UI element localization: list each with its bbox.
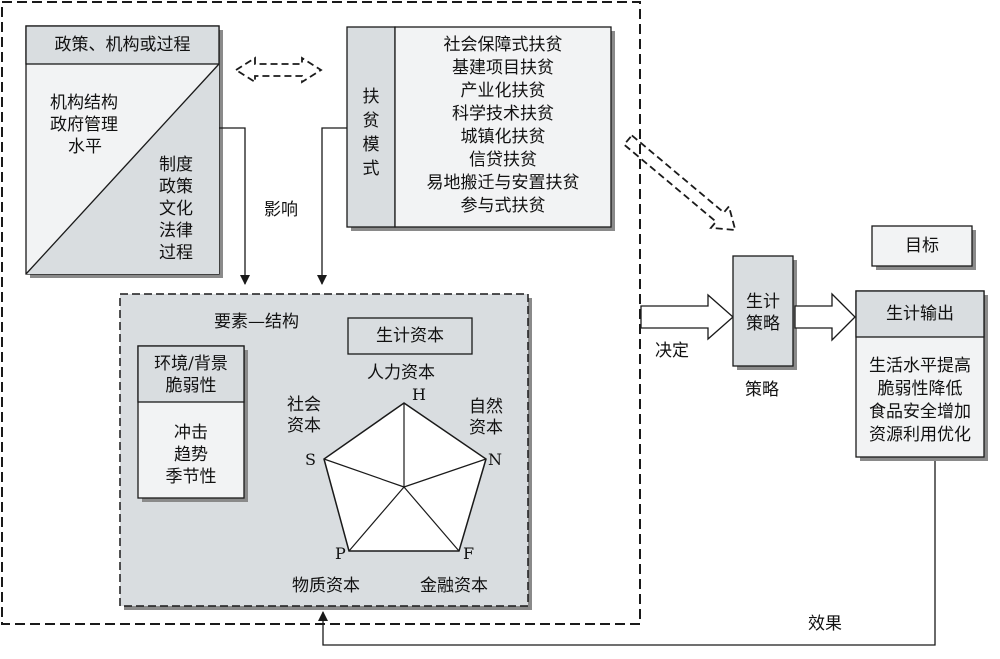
poverty-mode-item: 易地搬迁与安置扶贫	[426, 173, 580, 193]
goal-label: 目标	[905, 236, 939, 256]
natural-capital-line-2: 资本	[469, 418, 503, 438]
social-capital-line-2: 资本	[287, 416, 321, 436]
effect-label: 效果	[808, 614, 842, 634]
influence-label: 影响	[264, 200, 298, 220]
poverty-mode-char-2: 贫	[362, 111, 380, 131]
vulnerability-box	[137, 345, 248, 502]
physical-capital-letter: P	[335, 544, 346, 563]
policy-lower-line-3: 文化	[159, 199, 193, 219]
policy-upper-line-3: 水平	[68, 137, 102, 157]
strategy-box	[732, 255, 797, 370]
vulnerability-item-shock: 冲击	[174, 423, 208, 443]
natural-capital-label: 自然 资本	[466, 397, 506, 439]
natural-capital-letter: N	[488, 450, 502, 469]
policy-lower-line-5: 过程	[159, 243, 193, 263]
vulnerability-item-trend: 趋势	[174, 445, 208, 465]
output-item: 资源利用优化	[869, 425, 971, 445]
pentagon-spoke-s	[323, 458, 405, 488]
policy-box	[25, 25, 223, 278]
poverty-mode-item: 参与式扶贫	[460, 196, 546, 216]
decision-block-arrow	[640, 293, 734, 341]
output-box	[855, 290, 988, 461]
effect-feedback-line	[318, 461, 936, 646]
policy-box-title: 政策、机构或过程	[54, 35, 191, 55]
policy-box-upper-text: 机构结构 政府管理 水平	[50, 92, 118, 158]
poverty-mode-item: 科学技术扶贫	[452, 104, 554, 124]
strategy-box-line-2: 策略	[746, 314, 780, 334]
connector-policy-to-elements	[219, 127, 250, 285]
poverty-mode-char-1: 扶	[362, 87, 380, 107]
policy-lower-line-1: 制度	[159, 155, 193, 175]
decision-label: 决定	[655, 341, 689, 361]
pentagon-outline	[323, 402, 487, 552]
policy-upper-line-1: 机构结构	[50, 93, 118, 113]
livelihood-capital-title: 生计资本	[376, 326, 444, 346]
output-items: 生活水平提高 脆弱性降低 食品安全增加 资源利用优化	[856, 355, 984, 447]
strategy-below-label: 策略	[745, 380, 779, 400]
policy-lower-line-4: 法律	[159, 221, 193, 241]
bidirectional-dashed-arrow	[234, 56, 323, 84]
physical-capital-label: 物质资本	[292, 576, 360, 596]
strategy-box-text: 生计 策略	[733, 291, 793, 335]
policy-box-header	[25, 25, 220, 65]
poverty-mode-item: 产业化扶贫	[460, 81, 546, 101]
poverty-mode-item: 社会保障式扶贫	[443, 35, 563, 55]
policy-upper-line-2: 政府管理	[50, 115, 118, 135]
pentagon-spoke-p	[348, 486, 405, 552]
poverty-mode-item: 信贷扶贫	[469, 150, 537, 170]
vulnerability-item-seasonality: 季节性	[165, 467, 217, 487]
livelihood-capital-box	[347, 317, 473, 355]
strategy-box-line-1: 生计	[746, 292, 780, 312]
output-item: 脆弱性降低	[877, 379, 963, 399]
vulnerability-title-line-2: 脆弱性	[165, 376, 217, 396]
policy-box-diagonal	[25, 63, 220, 275]
human-capital-letter: H	[412, 385, 426, 404]
strategy-to-output-arrow	[794, 292, 856, 342]
social-capital-label: 社会 资本	[284, 395, 324, 437]
outer-dashed-boundary	[1, 1, 641, 625]
policy-box-lower-text: 制度 政策 文化 法律 过程	[156, 154, 196, 264]
financial-capital-label: 金融资本	[420, 576, 488, 596]
poverty-mode-char-3: 模	[362, 135, 380, 155]
social-capital-line-1: 社会	[287, 395, 321, 415]
goal-box	[871, 225, 976, 270]
vulnerability-items: 冲击 趋势 季节性	[138, 422, 244, 488]
output-item: 生活水平提高	[869, 356, 971, 376]
poverty-mode-item: 基建项目扶贫	[452, 58, 554, 78]
natural-capital-line-1: 自然	[469, 397, 503, 417]
pentagon-spoke-n	[403, 458, 487, 488]
poverty-mode-item: 城镇化扶贫	[460, 127, 546, 147]
human-capital-label: 人力资本	[367, 363, 435, 383]
pentagon-spoke-f	[403, 486, 460, 552]
policy-lower-line-2: 政策	[159, 177, 193, 197]
social-capital-letter: S	[305, 450, 316, 469]
poverty-mode-list: 社会保障式扶贫 基建项目扶贫 产业化扶贫 科学技术扶贫 城镇化扶贫 信贷扶贫 易…	[395, 34, 611, 218]
dashed-diagonal-arrow	[622, 134, 737, 231]
capital-pentagon	[323, 402, 487, 552]
poverty-mode-char-4: 式	[362, 159, 380, 179]
elements-structure-title: 要素—结构	[214, 312, 299, 332]
financial-capital-letter: F	[463, 544, 475, 563]
poverty-mode-box	[346, 26, 615, 231]
connector-mode-to-elements	[317, 127, 347, 285]
poverty-mode-side-label: 扶 贫 模 式	[347, 85, 395, 181]
vulnerability-title: 环境/背景 脆弱性	[138, 353, 244, 397]
output-item: 食品安全增加	[869, 402, 971, 422]
vulnerability-title-line-1: 环境/背景	[154, 354, 228, 374]
output-title: 生计输出	[886, 304, 954, 324]
